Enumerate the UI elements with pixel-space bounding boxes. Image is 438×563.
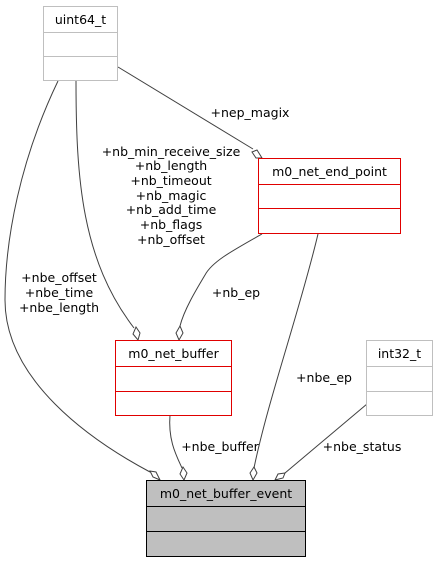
edge-label: +nbe_ep bbox=[296, 370, 352, 385]
class-m0-net-end-point[interactable]: m0_net_end_point bbox=[258, 158, 401, 234]
class-uint64-t[interactable]: uint64_t bbox=[43, 6, 118, 81]
class-box bbox=[146, 480, 306, 557]
edge-line bbox=[75, 80, 135, 329]
edge-label: +nbe_length bbox=[19, 300, 99, 315]
class-int32-t[interactable]: int32_t bbox=[366, 340, 433, 416]
diamond-marker bbox=[274, 472, 286, 481]
edge-label: +nbe_time bbox=[25, 285, 94, 300]
diamond-marker bbox=[132, 325, 141, 342]
edge-nbe-status: +nbe_status bbox=[274, 403, 402, 481]
edge-nep-magix: +nep_magix bbox=[117, 66, 290, 159]
class-name: m0_net_buffer_event bbox=[160, 486, 292, 501]
diamond-marker bbox=[149, 470, 162, 481]
class-box bbox=[366, 340, 433, 416]
class-m0-net-buffer[interactable]: m0_net_buffer bbox=[115, 340, 232, 416]
class-box bbox=[115, 340, 232, 416]
class-box bbox=[43, 6, 118, 81]
edge-label: +nb_min_receive_size bbox=[102, 144, 241, 159]
edge-label: +nb_offset bbox=[137, 232, 205, 247]
edge-nbe-ep: +nbe_ep bbox=[249, 233, 352, 482]
edge-label: +nb_add_time bbox=[126, 202, 217, 217]
edge-line bbox=[179, 233, 263, 327]
diamond-marker bbox=[249, 466, 258, 482]
class-name: uint64_t bbox=[55, 12, 106, 27]
edge-line bbox=[117, 66, 254, 150]
class-name: m0_net_buffer bbox=[128, 346, 219, 361]
edge-label: +nb_timeout bbox=[130, 173, 211, 188]
edge-buffer-fields: +nb_min_receive_size +nb_length +nb_time… bbox=[75, 80, 241, 342]
edge-label: +nb_ep bbox=[212, 285, 260, 300]
edge-label: +nbe_status bbox=[323, 439, 402, 454]
edge-line bbox=[4, 80, 151, 473]
edge-event-fields: +nbe_offset +nbe_time +nbe_length bbox=[4, 80, 162, 481]
diamond-marker bbox=[175, 324, 184, 342]
edge-nbe-buffer: +nbe_buffer bbox=[169, 414, 260, 482]
edge-label: +nbe_offset bbox=[21, 270, 97, 285]
edge-line bbox=[169, 414, 183, 469]
diamond-marker bbox=[251, 149, 263, 159]
class-box bbox=[258, 158, 401, 234]
diamond-marker bbox=[179, 465, 188, 482]
edge-label: +nep_magix bbox=[211, 105, 290, 120]
edge-label: +nb_length bbox=[135, 158, 207, 173]
edge-line bbox=[253, 233, 319, 469]
edge-label: +nb_flags bbox=[140, 217, 203, 232]
edge-label: +nbe_buffer bbox=[181, 439, 259, 454]
class-name: m0_net_end_point bbox=[272, 164, 387, 179]
edge-label: +nb_magic bbox=[136, 188, 207, 203]
class-name: int32_t bbox=[378, 346, 421, 361]
edge-nb-ep: +nb_ep bbox=[175, 233, 263, 342]
class-m0-net-buffer-event[interactable]: m0_net_buffer_event bbox=[146, 480, 306, 557]
edge-line bbox=[284, 403, 368, 474]
